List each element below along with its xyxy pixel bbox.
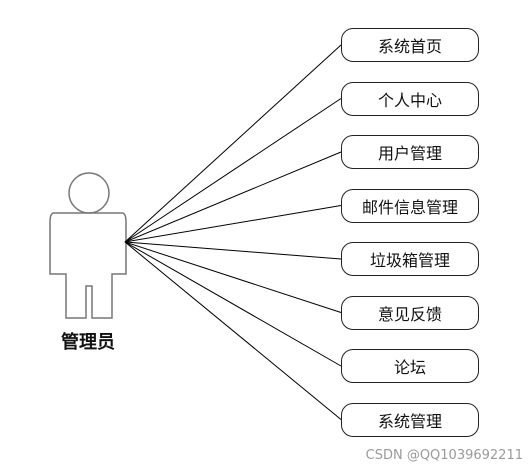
association-line-6: [124, 241, 342, 313]
use-case-8: 系统管理: [341, 402, 479, 437]
use-case-1: 系统首页: [341, 28, 479, 62]
actor-head: [68, 172, 110, 214]
association-line-1: [124, 44, 342, 243]
association-lines: [124, 44, 342, 420]
watermark: CSDN @QQ1039692211: [365, 448, 523, 463]
association-line-7: [124, 241, 342, 367]
association-line-5: [124, 241, 342, 260]
use-case-3: 用户管理: [341, 135, 479, 169]
actor-body: [49, 212, 127, 319]
use-case-4: 邮件信息管理: [341, 188, 479, 223]
use-case-6: 意见反馈: [341, 295, 479, 330]
use-case-5: 垃圾箱管理: [341, 242, 479, 276]
association-line-8: [124, 241, 342, 420]
use-case-2: 个人中心: [341, 81, 479, 116]
association-line-3: [124, 151, 342, 243]
association-line-4: [124, 205, 342, 243]
association-line-2: [124, 98, 342, 243]
actor-label: 管理员: [61, 332, 115, 353]
use-case-7: 论坛: [341, 349, 479, 383]
actor-figure: [49, 172, 127, 319]
